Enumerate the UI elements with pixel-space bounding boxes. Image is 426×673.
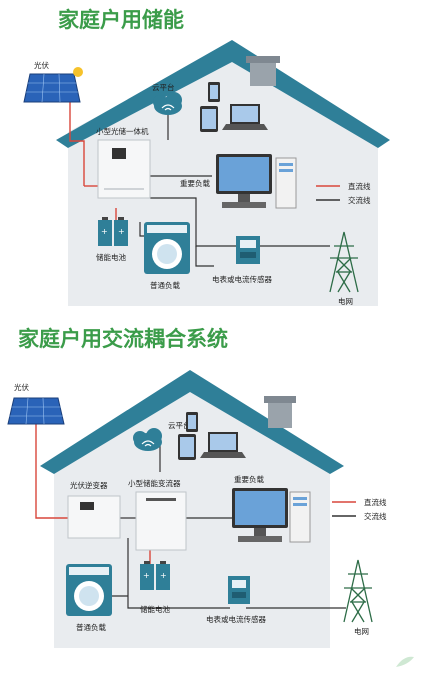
cloud-icon [153, 92, 182, 115]
label-inverter: 小型光储一体机 [96, 126, 149, 136]
legend-dc-label: 直流线 [348, 181, 371, 191]
tablet-icon [178, 434, 196, 460]
label-grid: 电网 [354, 626, 369, 636]
label-pv: 光伏 [14, 382, 29, 392]
power-tower-icon [329, 231, 359, 293]
svg-text:+: + [101, 227, 108, 236]
label-important-load: 重要负载 [180, 178, 210, 188]
title-household-storage: 家庭户用储能 [58, 7, 184, 32]
label-normal-load: 普通负载 [76, 622, 106, 632]
label-meter: 电表或电流传感器 [212, 274, 272, 284]
battery-icon: + + [98, 217, 128, 246]
dc-wires [69, 98, 117, 222]
diagram-household-storage: 光伏 云平台 小型光储一体机 重要负载 [23, 40, 390, 306]
legend-ac-label: 交流线 [364, 511, 387, 521]
leaf-decoration-icon [396, 656, 414, 667]
svg-text:+: + [160, 571, 167, 580]
laptop-icon [222, 104, 268, 130]
label-battery: 储能电池 [96, 252, 126, 262]
storage-converter-icon [135, 491, 187, 551]
cloud-icon [133, 428, 162, 451]
legend-ac-label: 交流线 [348, 195, 371, 205]
desktop-computer-icon [216, 154, 297, 209]
ac-wires [139, 106, 330, 267]
desktop-computer-icon [232, 488, 311, 543]
house [40, 370, 344, 648]
solar-panel-icon [7, 397, 65, 425]
solar-panel-icon [23, 67, 83, 103]
label-cloud: 云平台 [152, 82, 175, 92]
svg-text:+: + [143, 571, 150, 580]
pv-inverter-icon [67, 495, 121, 539]
tablet-icon [200, 106, 218, 132]
diagram-ac-coupled-system: 光伏 云平台 光伏逆变器 小型储能变流器 重要负载 [7, 370, 387, 648]
legend: 直流线 交流线 [316, 181, 371, 205]
laptop-icon [200, 432, 246, 458]
meter-icon [236, 236, 260, 264]
label-meter: 电表或电流传感器 [206, 614, 266, 624]
label-cloud: 云平台 [168, 420, 191, 430]
legend: 直流线 交流线 [332, 497, 387, 521]
label-pv-inverter: 光伏逆变器 [70, 480, 108, 490]
label-important-load: 重要负载 [234, 474, 264, 484]
label-storage-converter: 小型储能变流器 [128, 478, 181, 488]
svg-text:+: + [118, 227, 125, 236]
power-tower-icon [343, 559, 373, 623]
battery-icon: + + [140, 561, 170, 590]
phone-icon [186, 412, 198, 432]
title-ac-coupled-system: 家庭户用交流耦合系统 [18, 326, 228, 351]
label-battery: 储能电池 [140, 604, 170, 614]
legend-dc-label: 直流线 [364, 497, 387, 507]
meter-icon [228, 576, 250, 604]
label-normal-load: 普通负载 [150, 280, 180, 290]
label-pv: 光伏 [34, 60, 49, 70]
inverter-unit-icon [97, 139, 151, 199]
label-grid: 电网 [338, 296, 353, 306]
phone-icon [208, 82, 220, 102]
washing-machine-icon [144, 222, 190, 274]
washing-machine-icon [66, 564, 112, 616]
